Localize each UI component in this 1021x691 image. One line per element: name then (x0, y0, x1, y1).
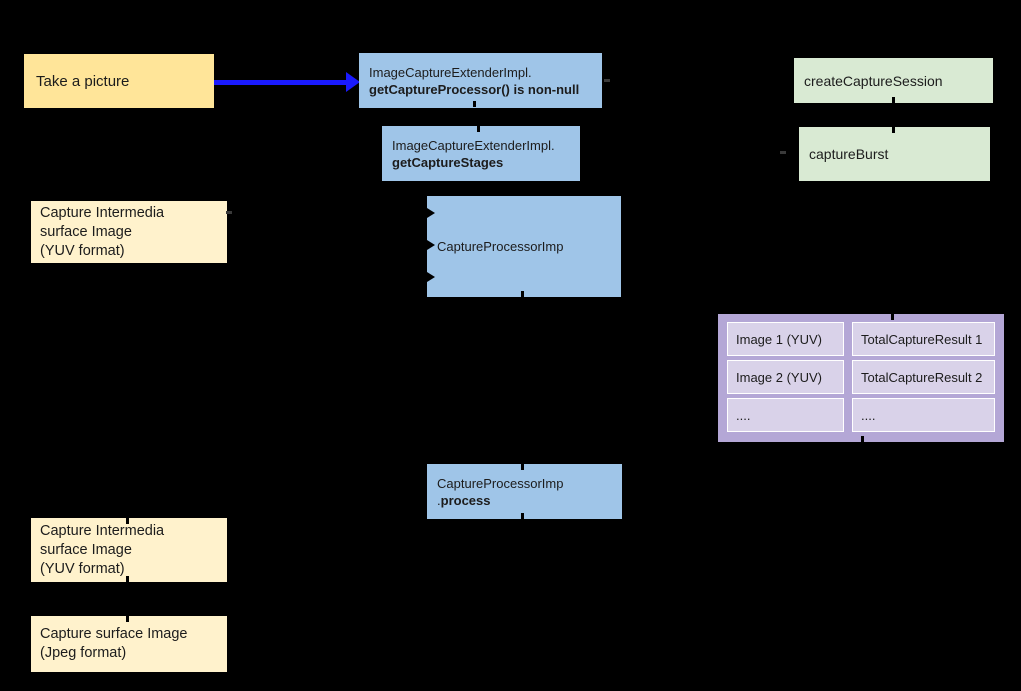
take-picture-label: Take a picture (36, 72, 130, 90)
table-cell-result-2: TotalCaptureResult 2 (852, 360, 995, 394)
node-label: captureBurst (809, 146, 889, 162)
connector-stub (477, 126, 480, 132)
connector-stub (892, 127, 895, 133)
node-line: (YUV format) (40, 560, 125, 577)
node-line: ImageCaptureExtenderImpl. (392, 137, 555, 153)
connector-stub (521, 291, 524, 297)
node-label: CaptureProcessorImp (437, 239, 564, 254)
flow-arrow-line (214, 80, 347, 85)
table-cell-image-1: Image 1 (YUV) (727, 322, 844, 356)
connector-stub (126, 518, 129, 524)
connector-stub (521, 513, 524, 519)
create-capture-session-node: createCaptureSession (794, 58, 993, 103)
capture-results-table: Image 1 (YUV) TotalCaptureResult 1 Image… (718, 314, 1004, 442)
node-line: Capture surface Image (40, 626, 188, 642)
connector-stub (892, 97, 895, 103)
connector-stub (780, 151, 786, 154)
table-cell-image-more: .... (727, 398, 844, 432)
capture-burst-node: captureBurst (799, 127, 990, 181)
table-cell-image-2: Image 2 (YUV) (727, 360, 844, 394)
node-line: .process (437, 492, 622, 509)
process-dot: . (437, 492, 441, 508)
table-cell-result-1: TotalCaptureResult 1 (852, 322, 995, 356)
node-line: Capture Intermedia (40, 522, 165, 539)
connector-stub (126, 576, 129, 582)
node-line: surface Image (40, 223, 132, 240)
connector-arrowhead-icon (427, 208, 435, 218)
connector-arrowhead-icon (427, 240, 435, 250)
take-picture-node: Take a picture (24, 54, 214, 108)
connector-stub (126, 616, 129, 622)
capture-intermedia-surface-top-node: Capture Intermedia surface Image (YUV fo… (31, 201, 227, 263)
connector-stub (473, 101, 476, 107)
connector-stub (226, 211, 232, 214)
node-label: createCaptureSession (804, 72, 943, 89)
connector-stub (604, 79, 610, 82)
node-line: getCaptureStages (392, 154, 504, 170)
node-line: (YUV format) (40, 242, 125, 259)
node-line: (Jpeg format) (40, 645, 127, 661)
process-label: process (440, 492, 491, 508)
get-capture-stages-node: ImageCaptureExtenderImpl. getCaptureStag… (382, 126, 580, 181)
capture-surface-jpeg-node: Capture surface Image (Jpeg format) (31, 616, 227, 672)
connector-stub (861, 436, 864, 442)
connector-stub (521, 464, 524, 470)
connector-arrowhead-icon (427, 272, 435, 282)
capture-processor-node: CaptureProcessorImp (427, 196, 621, 297)
node-line: surface Image (40, 541, 132, 558)
node-line: ImageCaptureExtenderImpl. (369, 64, 532, 80)
flow-arrow-head-icon (346, 72, 360, 92)
table-cell-result-more: .... (852, 398, 995, 432)
capture-intermedia-surface-bottom-node: Capture Intermedia surface Image (YUV fo… (31, 518, 227, 582)
node-line: CaptureProcessorImp (437, 475, 564, 491)
connector-stub (891, 314, 894, 320)
node-line: getCaptureProcessor() is non-null (369, 81, 580, 97)
capture-processor-process-node: CaptureProcessorImp .process (427, 464, 622, 519)
node-line: Capture Intermedia (40, 204, 165, 221)
get-capture-processor-node: ImageCaptureExtenderImpl. getCaptureProc… (359, 53, 602, 108)
